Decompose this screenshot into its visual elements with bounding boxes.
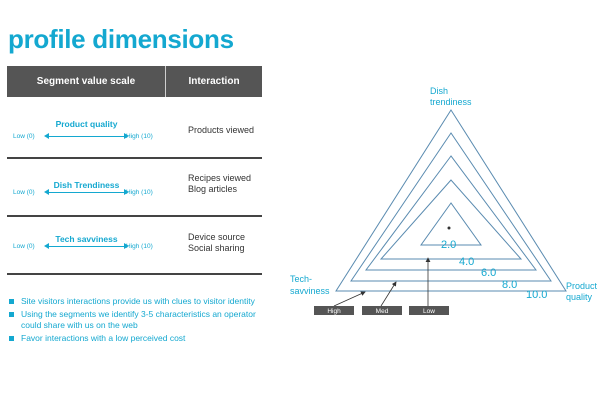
axis-left-label-line2: savviness [290,286,330,296]
scale-high-label: High (10) [126,243,153,250]
double-arrow-icon [44,189,129,195]
ring-label-4: 4.0 [459,256,474,268]
ring-2 [420,202,482,246]
ring-4 [379,179,523,260]
interaction-item: Device source [188,232,246,242]
segment-name: Dish Trendiness [53,180,120,190]
ring-10 [335,109,567,292]
interaction-item: Products viewed [188,125,255,135]
segment-table: Segment value scale Interaction Product … [7,66,262,275]
interaction-item: Recipes viewed [188,173,252,183]
segment-name: Product quality [55,119,118,129]
double-arrow-icon [44,133,129,139]
ring-label-6: 6.0 [481,267,496,279]
axis-right-label-line1: Product [566,281,598,291]
scale-high-label: High (10) [126,133,153,140]
axis-right-label-line2: quality [566,292,593,302]
interaction-item: Social sharing [188,243,245,253]
arrow-med-icon [380,281,397,307]
level-med-box [362,306,402,315]
ring-label-10: 10.0 [526,289,547,301]
bullet-item: Using the segments we identify 3-5 chara… [9,309,269,331]
bullet-list: Site visitors interactions provide us wi… [9,296,269,346]
table-row: Product quality Low (0) High (10) Produc… [7,97,262,159]
center-point [447,226,451,230]
table-header: Segment value scale Interaction [7,66,262,97]
scale-high-label: High (10) [126,189,153,196]
double-arrow-icon [44,243,129,249]
axis-top-label-line2: trendiness [430,97,472,107]
scale-low-label: Low (0) [13,243,35,250]
interaction-list: Products viewed [188,125,254,136]
arrow-high-icon [333,291,366,307]
ring-6 [365,155,537,271]
level-low-label: Low [423,308,435,315]
segment-scale: Product quality Low (0) High (10) [7,97,166,157]
level-high-box [314,306,354,315]
ring-label-2: 2.0 [441,239,456,251]
segment-scale: Dish Trendiness Low (0) High (10) [7,159,166,215]
scale-low-label: Low (0) [13,189,35,196]
header-interaction: Interaction [188,76,240,87]
page-title: profile dimensions [8,24,234,54]
segment-scale: Tech savviness Low (0) High (10) [7,217,166,273]
level-med-label: Med [376,308,389,315]
interaction-list: Device source Social sharing [188,232,245,254]
bullet-item: Favor interactions with a low perceived … [9,333,269,344]
level-high-label: High [327,308,341,315]
interaction-list: Recipes viewed Blog articles [188,173,251,195]
segment-name: Tech savviness [55,234,118,244]
radar-diagram: 2.0 4.0 6.0 8.0 10.0 Dish trendiness Tec… [290,86,598,315]
header-segment-scale: Segment value scale [7,66,166,97]
axis-left-label-line1: Tech- [290,274,312,284]
level-low-box [409,306,449,315]
axis-top-label-line1: Dish [430,86,448,96]
ring-label-8: 8.0 [502,279,517,291]
bullet-item: Site visitors interactions provide us wi… [9,296,269,307]
interaction-item: Blog articles [188,184,238,194]
table-row: Dish Trendiness Low (0) High (10) Recipe… [7,159,262,217]
scale-low-label: Low (0) [13,133,35,140]
ring-8 [350,132,552,282]
table-row: Tech savviness Low (0) High (10) Device … [7,217,262,275]
